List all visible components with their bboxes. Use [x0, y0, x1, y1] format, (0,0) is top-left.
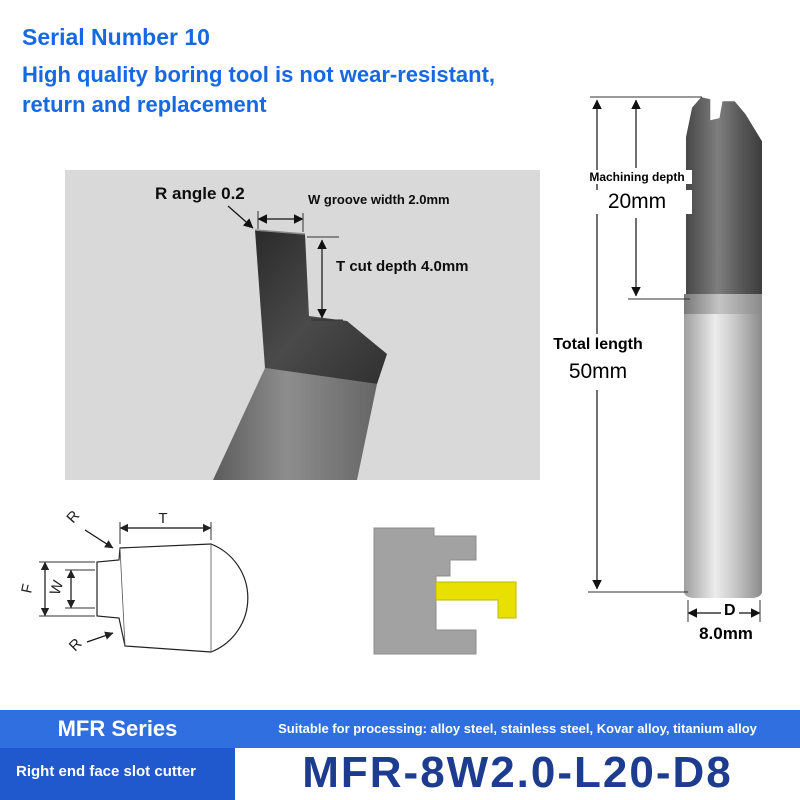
- total-length-value: 50mm: [543, 360, 653, 384]
- label-w: W: [47, 578, 68, 598]
- carbide-insert: [435, 581, 517, 619]
- series-description: Right end face slot cutter: [0, 748, 235, 800]
- w-groove-label: W groove width 2.0mm: [308, 192, 450, 207]
- w-dimension: [65, 569, 95, 609]
- insert-pictogram: [373, 527, 517, 655]
- machining-depth-value: 20mm: [582, 190, 692, 214]
- label-r-top: R: [63, 507, 83, 527]
- technical-drawing: R T F W R: [18, 507, 249, 655]
- series-badge: MFR Series: [0, 710, 235, 748]
- label-f: F: [18, 582, 37, 595]
- tool-top-edge-highlight: [254, 229, 306, 235]
- f-dimension: [39, 561, 95, 617]
- side-view-coating-boundary: [684, 294, 762, 314]
- machining-depth-label: Machining depth: [582, 170, 692, 184]
- r-top-leader: [84, 529, 114, 549]
- total-length-label: Total length: [543, 336, 653, 354]
- diameter-letter: D: [721, 602, 739, 620]
- serial-number-heading: Serial Number 10: [22, 24, 210, 50]
- r-angle-label: R angle 0.2: [155, 184, 245, 203]
- label-r-bottom: R: [66, 635, 86, 655]
- r-bottom-leader: [86, 631, 114, 643]
- model-number: MFR-8W2.0-L20-D8: [302, 748, 733, 797]
- closeup-panel: R angle 0.2 W groove width 2.0mm T cut d…: [65, 170, 540, 480]
- holder-body: [373, 527, 477, 655]
- cutter-profile: [96, 543, 249, 653]
- diameter-value: 8.0mm: [699, 624, 753, 643]
- tool-shank-render: [213, 368, 377, 480]
- t-cut-dimension: [307, 236, 343, 321]
- r-angle-leader: [227, 205, 254, 229]
- w-groove-dimension: [257, 211, 304, 232]
- t-dimension: [119, 522, 212, 544]
- t-cut-label: T cut depth 4.0mm: [336, 258, 469, 275]
- closeup-tool-render: [213, 205, 387, 480]
- side-view-tool-shank: [684, 300, 762, 598]
- side-view-tool-head: [686, 97, 762, 305]
- tagline-line2: return and replacement: [22, 92, 267, 117]
- tool-head-render: [255, 230, 387, 384]
- tagline-line1: High quality boring tool is not wear-res…: [22, 62, 496, 87]
- label-t: T: [158, 510, 167, 527]
- suitable-processing-banner: Suitable for processing: alloy steel, st…: [235, 710, 800, 748]
